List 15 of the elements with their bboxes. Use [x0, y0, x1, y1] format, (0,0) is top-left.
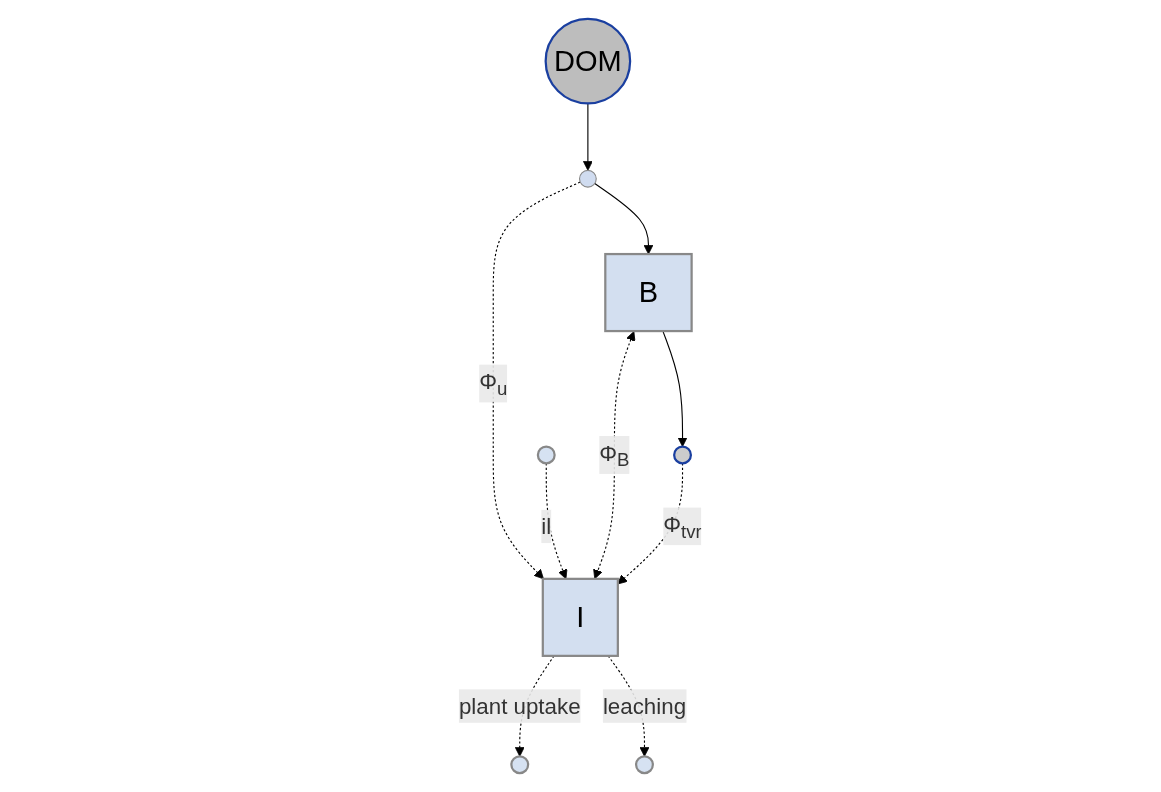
node-box: B	[604, 252, 693, 333]
arrow	[594, 182, 654, 255]
node-circle	[510, 755, 530, 775]
edge-label: plant uptake	[459, 693, 581, 719]
node-box: I	[541, 577, 620, 657]
edge-label: leaching	[603, 693, 687, 719]
edge-label: Φ$_{tvr}$	[663, 511, 702, 543]
edge-label: Φ$_{u}$	[479, 369, 508, 400]
node-circle	[579, 169, 597, 188]
edge-label: il	[541, 514, 552, 539]
node-circle	[536, 445, 556, 465]
node-circle	[635, 755, 655, 775]
node-circle	[673, 445, 693, 465]
node-circle: DOM	[544, 17, 632, 105]
edge-label: Φ$_{B}$	[599, 440, 630, 471]
